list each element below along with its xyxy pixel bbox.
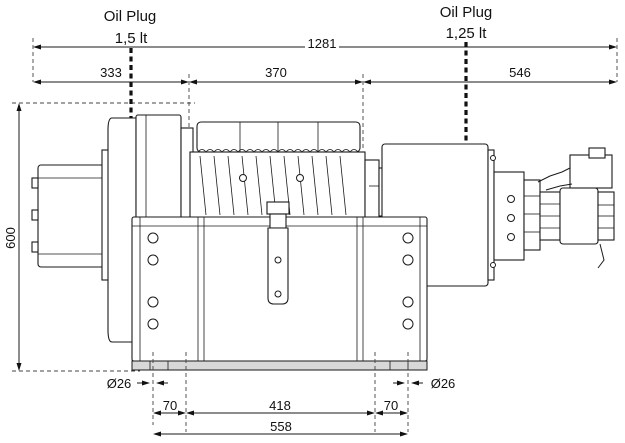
hydraulic-valve-block xyxy=(537,147,615,269)
right-motor-flange xyxy=(493,171,561,261)
hole-dia-left-value: Ø26 xyxy=(107,376,132,391)
base-length-dimension: 558 xyxy=(153,419,408,437)
height-dimension: 600 xyxy=(3,102,195,372)
left-section-value: 333 xyxy=(100,65,122,80)
lifting-lug xyxy=(266,201,290,305)
foot-center-span-value: 418 xyxy=(269,398,291,413)
right-section-value: 546 xyxy=(509,65,531,80)
oil-plug-left-title: Oil Plug xyxy=(104,8,157,25)
foot-right-offset-value: 70 xyxy=(384,398,398,413)
foot-spacing-dimensions: 70 418 70 xyxy=(153,398,408,416)
height-value: 600 xyxy=(3,227,18,249)
foot-center-lines xyxy=(152,352,409,432)
overall-length-dimension: 1281 xyxy=(32,35,618,82)
hole-dia-right-value: Ø26 xyxy=(431,376,456,391)
section-dimensions: 333 370 546 xyxy=(33,64,617,178)
foot-left-offset-value: 70 xyxy=(163,398,177,413)
oil-plug-right-title: Oil Plug xyxy=(440,4,493,21)
overall-length-value: 1281 xyxy=(308,36,337,51)
left-motor xyxy=(31,149,113,281)
oil-plug-left-volume: 1,5 lt xyxy=(115,30,148,47)
base-length-value: 558 xyxy=(270,419,292,434)
drum-section-value: 370 xyxy=(265,65,287,80)
hole-diameter-callouts: Ø26 Ø26 xyxy=(107,376,456,391)
oil-plug-right-volume: 1,25 lt xyxy=(446,25,488,42)
